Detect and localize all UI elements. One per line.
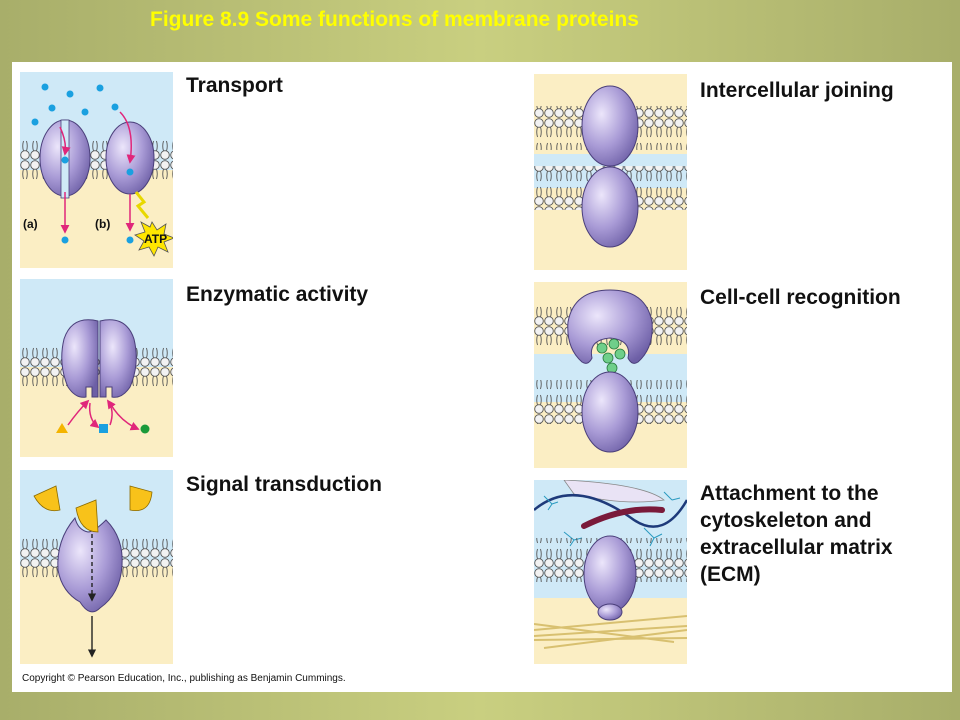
attachment-protein xyxy=(583,535,637,613)
glycoprotein-chain xyxy=(596,338,626,374)
signal-molecule xyxy=(33,485,61,512)
label-transport: Transport xyxy=(186,74,283,97)
figure-panel: ATP (a) (b) Transport Enzymatic activity… xyxy=(12,62,952,692)
label-attachment-line4: (ECM) xyxy=(700,563,761,586)
joining-protein-bottom xyxy=(581,166,639,248)
enzymatic-illustration xyxy=(20,279,173,457)
label-recognition: Cell-cell recognition xyxy=(700,286,901,309)
label-attachment: Attachment to the cytoskeleton and extra… xyxy=(700,480,893,588)
recognition-protein xyxy=(567,289,653,364)
solute-molecules xyxy=(31,83,134,244)
atp-label: ATP xyxy=(144,232,167,246)
bound-signal xyxy=(75,499,99,533)
receptor-protein xyxy=(57,516,123,613)
label-attachment-line3: extracellular matrix xyxy=(700,536,893,559)
product-circle xyxy=(140,424,150,434)
enzyme-left xyxy=(61,319,99,398)
enzyme-right xyxy=(99,319,137,398)
joining-illustration xyxy=(534,74,687,270)
signal-molecule-2 xyxy=(129,485,153,511)
joining-protein-top xyxy=(581,85,639,167)
label-joining: Intercellular joining xyxy=(700,79,894,102)
label-signal: Signal transduction xyxy=(186,473,383,496)
label-attachment-line1: Attachment to the xyxy=(700,482,879,505)
substrate-triangle xyxy=(56,423,68,433)
copyright-notice: Copyright © Pearson Education, Inc., pub… xyxy=(22,673,346,684)
ecm-protein xyxy=(581,506,665,529)
atp-starburst xyxy=(134,221,173,257)
label-enzymatic: Enzymatic activity xyxy=(186,283,369,306)
transport-illustration: ATP (a) (b) xyxy=(20,72,173,268)
figure-title: Figure 8.9 Some functions of membrane pr… xyxy=(150,8,639,31)
signal-illustration xyxy=(20,470,173,664)
label-attachment-line2: cytoskeleton and xyxy=(700,509,872,532)
product-square xyxy=(99,424,108,433)
recognition-illustration xyxy=(534,282,687,468)
label-a: (a) xyxy=(23,217,38,231)
attachment-illustration xyxy=(534,480,687,664)
glycoprotein xyxy=(581,371,639,453)
cytoskeleton-filaments xyxy=(534,615,687,649)
label-b: (b) xyxy=(95,217,110,231)
